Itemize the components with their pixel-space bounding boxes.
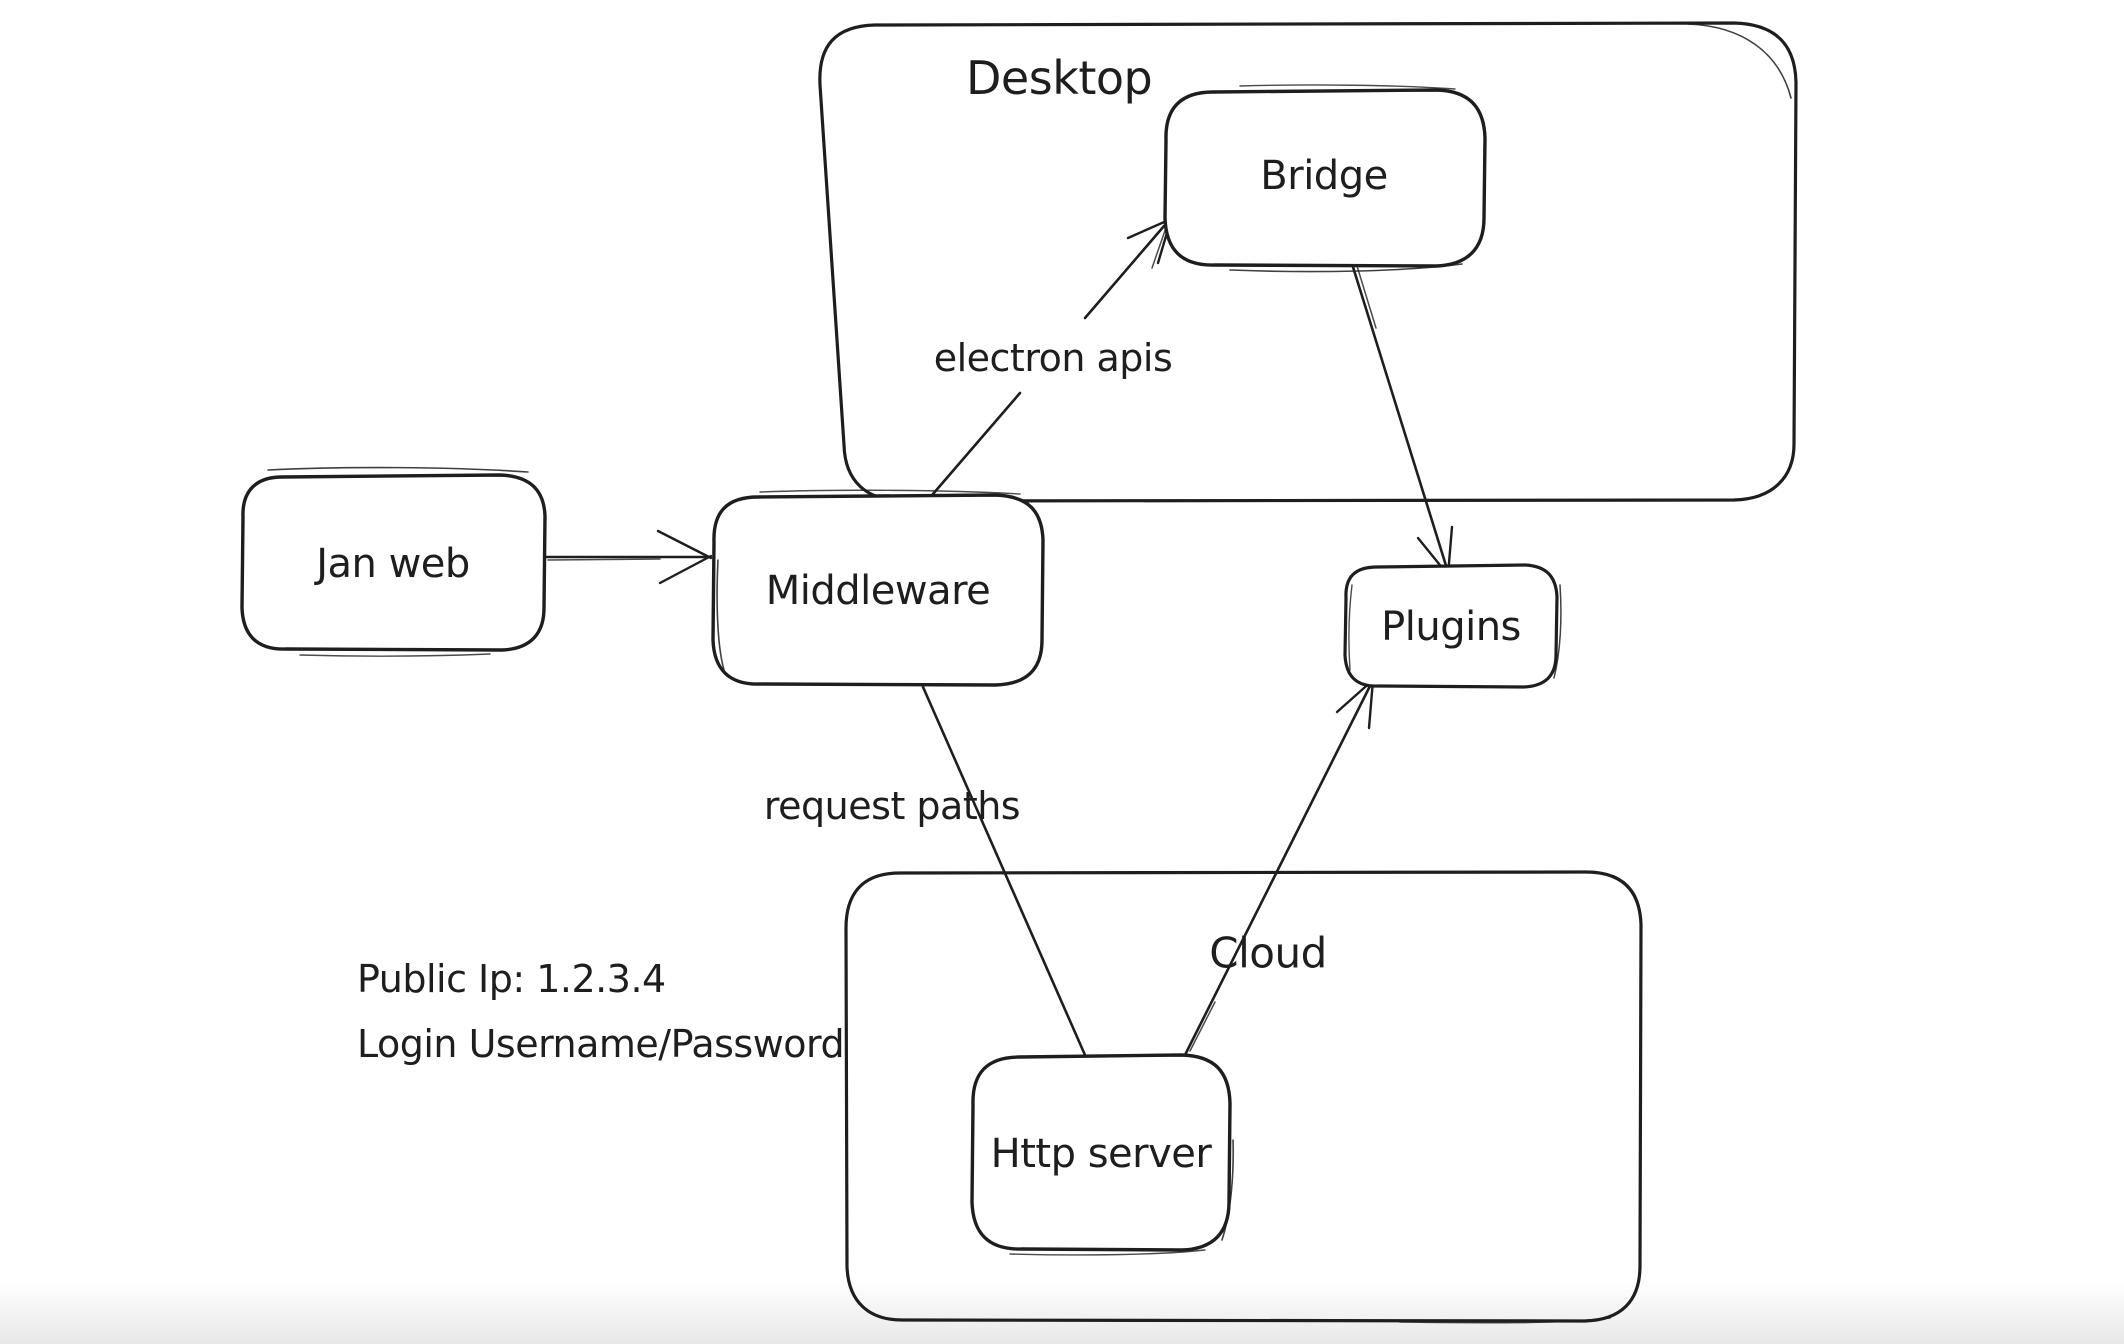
edge-overdraw: [547, 558, 661, 561]
edge-middleware-to-http-server[interactable]: [921, 685, 1087, 1057]
edge-overdraw: [1189, 1001, 1216, 1052]
cloud-container-label[interactable]: Cloud: [1209, 928, 1327, 978]
cloud-container-box[interactable]: [844, 870, 1643, 1324]
bridge-box[interactable]: [1163, 84, 1487, 273]
edge-overdraw: [1356, 265, 1377, 329]
edge-jan-web-to-middleware[interactable]: [543, 529, 713, 585]
public-ip-note[interactable]: Public Ip: 1.2.3.4: [357, 957, 666, 1001]
box-overdraw: [716, 559, 725, 671]
http-server-box[interactable]: [970, 1053, 1234, 1256]
plugins-box[interactable]: [1343, 563, 1562, 689]
cloud-corner-overdraw: [1399, 1317, 1611, 1324]
box-overdraw: [759, 489, 1021, 495]
edge-http-server-to-plugins[interactable]: [1183, 678, 1375, 1057]
box-overdraw: [1553, 584, 1562, 679]
bridge-label[interactable]: Bridge: [1260, 153, 1388, 199]
desktop-container-label[interactable]: Desktop: [966, 51, 1153, 105]
box-overdraw: [1239, 84, 1456, 90]
box-overdraw: [1221, 1139, 1234, 1241]
middleware-box[interactable]: [711, 489, 1045, 687]
box-overdraw: [267, 466, 529, 473]
http-server-label[interactable]: Http server: [990, 1131, 1212, 1177]
desktop-corner-overdraw: [1687, 23, 1792, 99]
edge-label-electron-apis[interactable]: electron apis: [933, 336, 1173, 380]
box-overdraw: [1348, 584, 1353, 671]
middleware-label[interactable]: Middleware: [765, 568, 991, 614]
login-note[interactable]: Login Username/Password: [357, 1022, 845, 1066]
edge-bridge-to-plugins[interactable]: [1351, 265, 1454, 577]
box-overdraw: [1009, 1249, 1206, 1256]
jan-web-label[interactable]: Jan web: [316, 541, 470, 587]
plugins-label[interactable]: Plugins: [1381, 604, 1521, 650]
box-overdraw: [299, 653, 491, 657]
edge-label-request-paths[interactable]: request paths: [763, 784, 1021, 828]
box-overdraw: [1229, 263, 1463, 273]
desktop-container-box[interactable]: [818, 21, 1798, 503]
jan-web-box[interactable]: [240, 466, 547, 657]
